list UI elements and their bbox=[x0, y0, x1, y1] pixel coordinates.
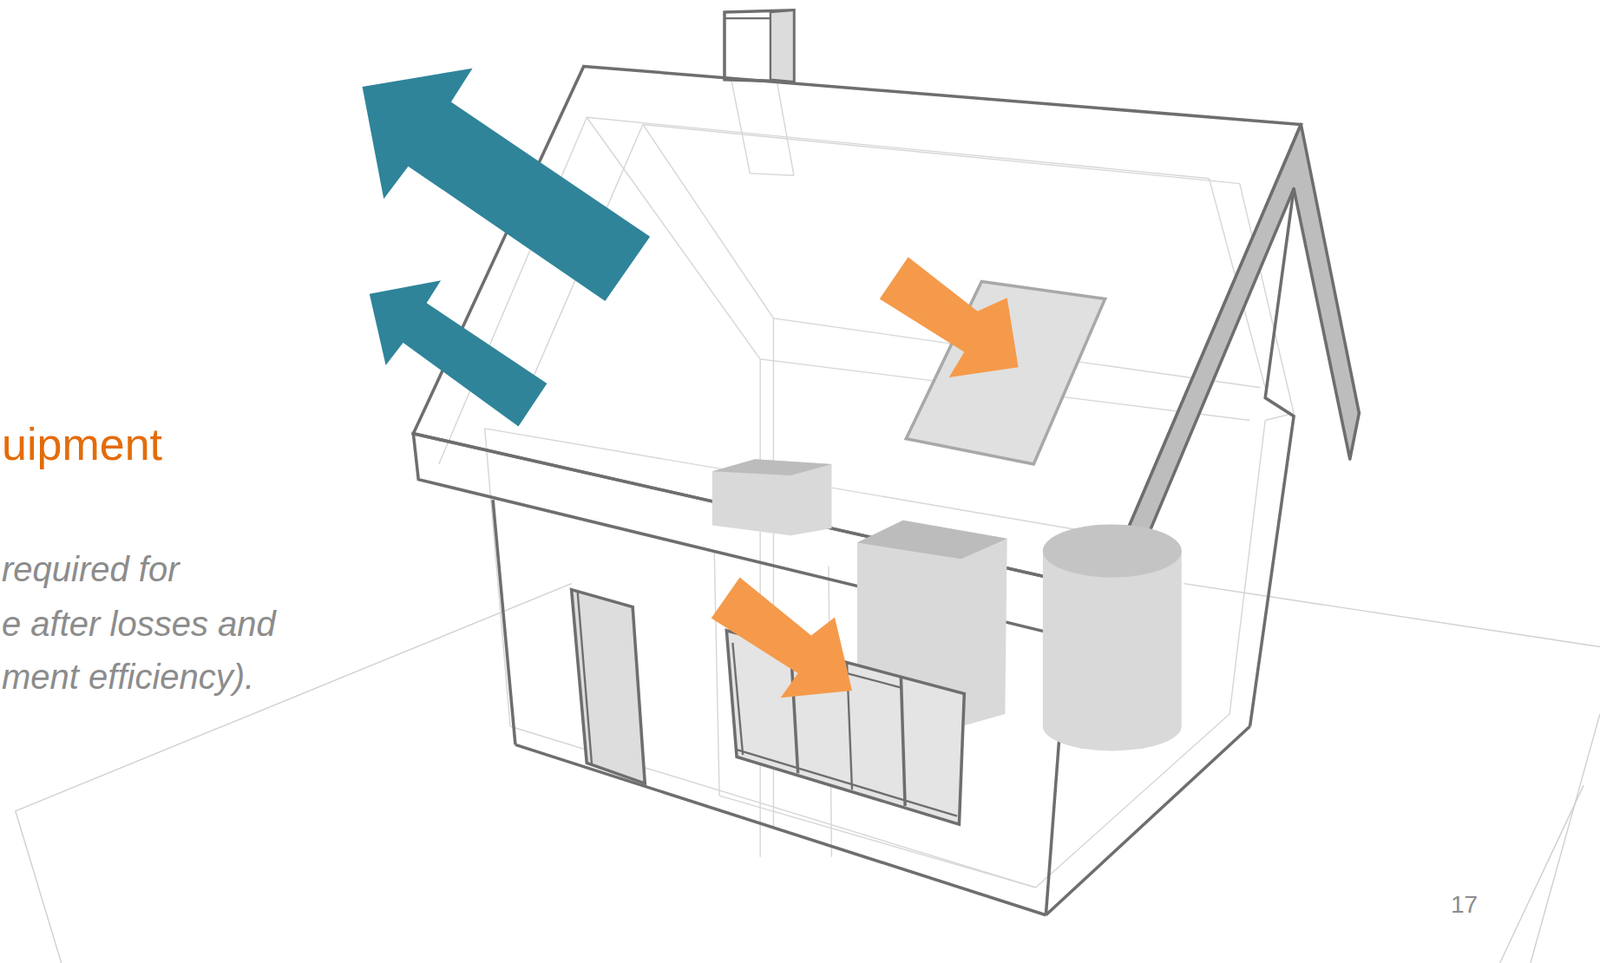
gable-wall bbox=[1250, 189, 1295, 728]
house-walls bbox=[492, 499, 1250, 916]
window bbox=[726, 630, 964, 825]
note-text: required for bbox=[1, 551, 180, 587]
hot-water-tank bbox=[1042, 524, 1182, 751]
chimney bbox=[724, 10, 794, 82]
note-text: ment efficiency). bbox=[1, 659, 255, 695]
ventilation-unit bbox=[712, 459, 833, 536]
heat-loss-arrow bbox=[362, 68, 651, 427]
page-number: 17 bbox=[1450, 892, 1478, 918]
heat-gain-arrow bbox=[711, 256, 1019, 698]
note-text: e after losses and bbox=[1, 606, 276, 642]
heading-fragment: uipment bbox=[1, 421, 163, 467]
door bbox=[571, 590, 646, 784]
